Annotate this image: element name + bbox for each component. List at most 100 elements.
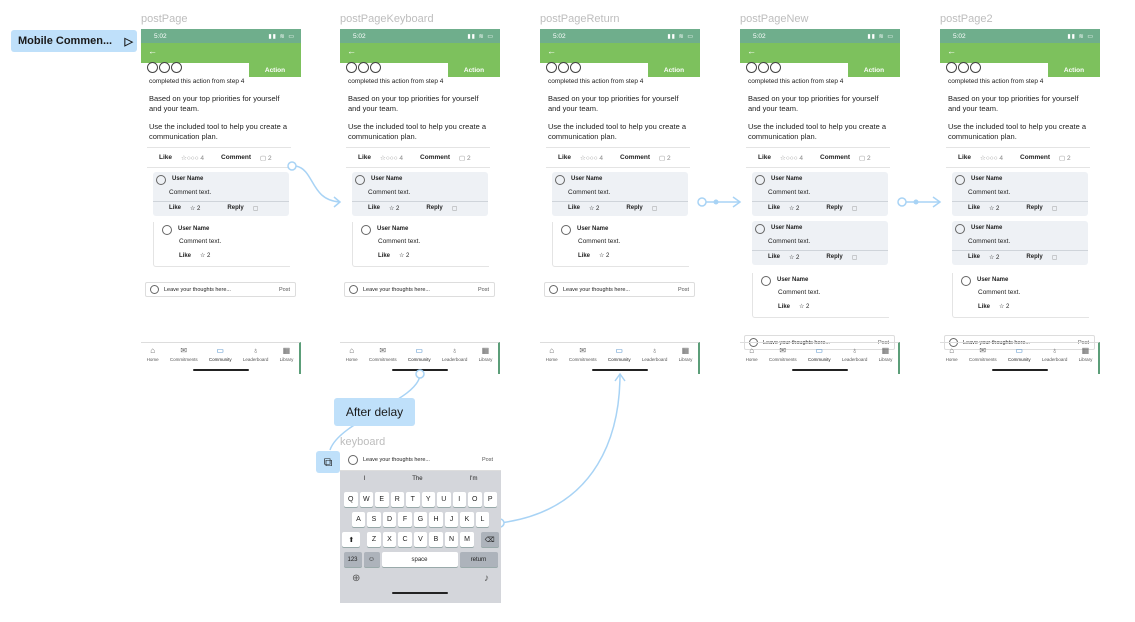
key-i[interactable]: I [452,492,466,507]
post-button[interactable]: Post [481,457,493,463]
comment-like-button[interactable]: Like [968,205,981,211]
kb-comment-input[interactable]: Leave your thoughts here... Post [340,450,501,471]
back-arrow-icon[interactable]: ← [747,46,756,56]
key-y[interactable]: Y [421,492,435,507]
nav-item-library[interactable]: ▦ Library [879,346,893,374]
comment-like-button[interactable]: Like [768,254,781,260]
nav-item-leaderboard[interactable]: ♁ Leaderboard [1042,346,1068,374]
action-button[interactable]: Action [249,63,301,77]
like-button[interactable]: Like [558,154,572,161]
action-button[interactable]: Action [448,63,500,77]
delete-key[interactable]: ⌫ [480,532,499,547]
suggestion[interactable]: I'm [469,476,478,482]
comment-like-button[interactable]: Like [968,254,981,260]
reply-button[interactable]: Reply [426,205,443,211]
comment-button[interactable]: Comment [221,154,252,161]
return-key[interactable]: return [459,552,498,567]
key-b[interactable]: B [429,532,443,547]
key-v[interactable]: V [413,532,428,547]
key-e[interactable]: E [375,492,389,507]
key-c[interactable]: C [398,532,412,547]
action-button[interactable]: Action [1048,63,1100,77]
nav-item-community[interactable]: ▭ Community [808,346,831,374]
comment-input[interactable]: Leave your thoughts here... Post [344,282,495,297]
like-button[interactable]: Like [159,154,173,161]
nav-item-community[interactable]: ▭ Community [1008,346,1031,374]
key-h[interactable]: H [429,512,443,527]
comment-button[interactable]: Comment [420,154,451,161]
globe-icon[interactable]: ⊕ [352,573,361,584]
key-s[interactable]: S [367,512,381,527]
back-arrow-icon[interactable]: ← [148,46,157,56]
key-x[interactable]: X [382,532,397,547]
suggestion[interactable]: The [412,476,423,482]
comment-like-button[interactable]: Like [378,252,391,259]
nav-item-commitments[interactable]: ✉ Commitments [170,346,198,374]
key-k[interactable]: K [460,512,474,527]
emoji-key[interactable]: ☺ [363,552,380,567]
key-z[interactable]: Z [367,532,381,547]
num-key[interactable]: 123 [343,552,362,567]
key-m[interactable]: M [460,532,474,547]
nav-item-leaderboard[interactable]: ♁ Leaderboard [442,346,468,374]
nav-item-leaderboard[interactable]: ♁ Leaderboard [842,346,868,374]
overlay-icon[interactable]: ⧉ [316,451,340,473]
key-a[interactable]: A [351,512,366,527]
suggestion[interactable]: I [363,476,366,482]
nav-item-commitments[interactable]: ✉ Commitments [369,346,397,374]
nav-item-library[interactable]: ▦ Library [679,346,693,374]
key-g[interactable]: G [413,512,428,527]
back-arrow-icon[interactable]: ← [947,46,956,56]
nav-item-community[interactable]: ▭ Community [209,346,232,374]
reply-button[interactable]: Reply [826,254,843,260]
nav-item-commitments[interactable]: ✉ Commitments [569,346,597,374]
nav-item-home[interactable]: ⌂ Home [147,346,159,374]
key-f[interactable]: F [398,512,412,527]
reply-button[interactable]: Reply [826,205,843,211]
nav-item-library[interactable]: ▦ Library [479,346,493,374]
comment-input[interactable]: Leave your thoughts here... Post [145,282,296,297]
mic-icon[interactable]: ♪ [484,573,489,584]
comment-button[interactable]: Comment [620,154,651,161]
comment-like-button[interactable]: Like [179,252,192,259]
nav-item-home[interactable]: ⌂ Home [546,346,558,374]
key-o[interactable]: O [468,492,482,507]
comment-like-button[interactable]: Like [169,205,182,211]
key-p[interactable]: P [483,492,497,507]
post-button[interactable]: Post [477,286,489,293]
reply-button[interactable]: Reply [1026,254,1043,260]
comment-input[interactable]: Leave your thoughts here... Post [544,282,695,297]
nav-item-community[interactable]: ▭ Community [408,346,431,374]
nav-item-leaderboard[interactable]: ♁ Leaderboard [642,346,668,374]
nav-item-community[interactable]: ▭ Community [608,346,631,374]
space-key[interactable]: space [381,552,458,567]
comment-button[interactable]: Comment [820,154,851,161]
key-u[interactable]: U [437,492,451,507]
shift-key[interactable]: ⬆ [342,532,361,547]
flow-starting-point[interactable]: Mobile Commen... ▷ [11,30,137,52]
key-d[interactable]: D [382,512,397,527]
like-button[interactable]: Like [958,154,972,161]
nav-item-commitments[interactable]: ✉ Commitments [769,346,797,374]
key-n[interactable]: N [444,532,459,547]
key-j[interactable]: J [444,512,459,527]
reply-button[interactable]: Reply [1026,205,1043,211]
like-button[interactable]: Like [358,154,372,161]
comment-like-button[interactable]: Like [978,303,991,310]
nav-item-commitments[interactable]: ✉ Commitments [969,346,997,374]
action-button[interactable]: Action [848,63,900,77]
action-button[interactable]: Action [648,63,700,77]
comment-like-button[interactable]: Like [768,205,781,211]
comment-like-button[interactable]: Like [578,252,591,259]
post-button[interactable]: Post [677,286,689,293]
key-t[interactable]: T [406,492,420,507]
comment-like-button[interactable]: Like [568,205,581,211]
reply-button[interactable]: Reply [227,205,244,211]
comment-like-button[interactable]: Like [778,303,791,310]
key-r[interactable]: R [390,492,404,507]
back-arrow-icon[interactable]: ← [347,46,356,56]
key-l[interactable]: L [475,512,490,527]
nav-item-home[interactable]: ⌂ Home [346,346,358,374]
like-button[interactable]: Like [758,154,772,161]
nav-item-leaderboard[interactable]: ♁ Leaderboard [243,346,269,374]
